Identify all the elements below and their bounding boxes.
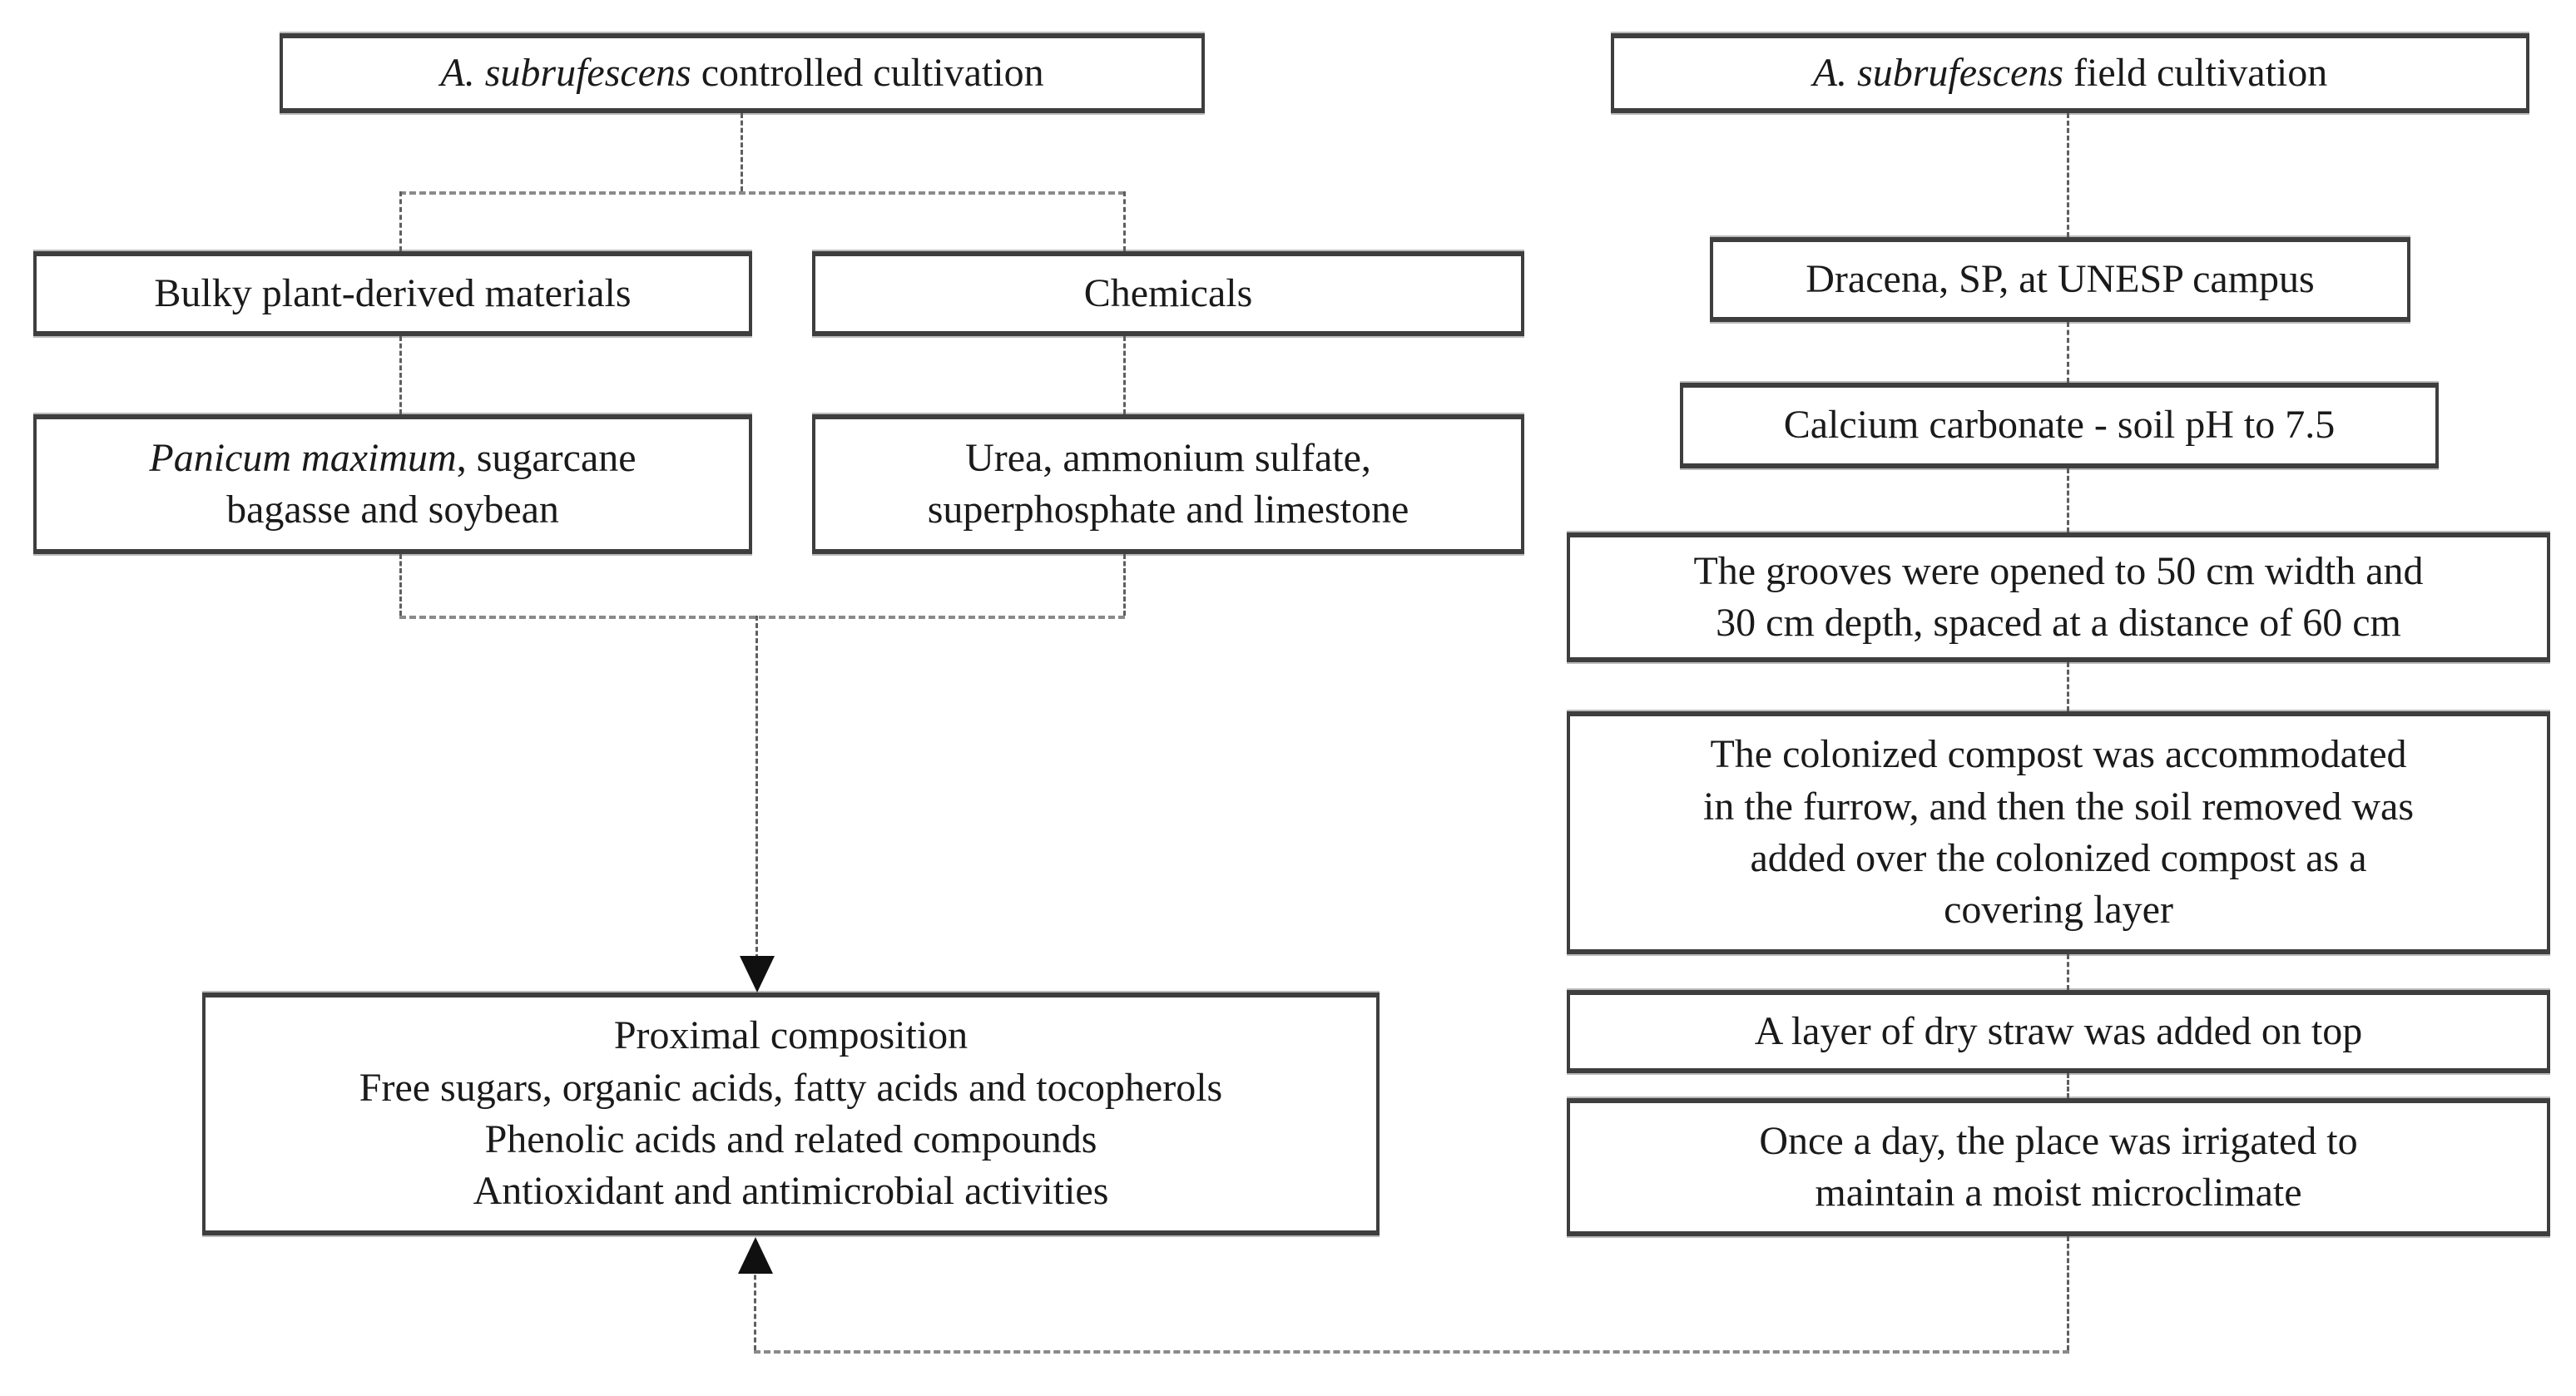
box-panicum-line1: Panicum maximum, sugarcane: [149, 433, 636, 484]
connector-dracena-to-calcium: [2067, 322, 2069, 383]
connector-merge-to-analysis: [755, 616, 758, 959]
box-controlled-cultivation: A. subrufescens controlled cultivation: [280, 33, 1205, 113]
box-bulky-materials-label: Bulky plant-derived materials: [154, 270, 632, 315]
arrowhead-up-icon: [738, 1237, 773, 1274]
connector-chemicals-to-urea: [1123, 336, 1126, 414]
connector-panicum-to-merge: [399, 554, 402, 616]
connector-grooves-to-compost: [2067, 662, 2069, 711]
box-calcium-label: Calcium carbonate - soil pH to 7.5: [1783, 403, 2336, 448]
species-name-italic: A. subrufescens: [1812, 50, 2064, 95]
box-compost-line1: The colonized compost was accommodated: [1710, 732, 2407, 777]
box-urea-detail: Urea, ammonium sulfate, superphosphate a…: [812, 414, 1524, 554]
box-panicum-line2: bagasse and soybean: [226, 488, 559, 532]
connector-merge-horizontal: [399, 616, 1125, 619]
box-urea-line1: Urea, ammonium sulfate,: [965, 435, 1371, 480]
connector-calcium-to-grooves: [2067, 468, 2069, 532]
box-dry-straw: A layer of dry straw was added on top: [1567, 990, 2550, 1073]
box-analysis-line2: Free sugars, organic acids, fatty acids …: [359, 1065, 1223, 1110]
box-calcium-carbonate: Calcium carbonate - soil pH to 7.5: [1680, 383, 2439, 468]
box-bulky-materials: Bulky plant-derived materials: [33, 251, 752, 336]
connector-urea-to-merge: [1123, 554, 1126, 616]
box-field-cultivation: A. subrufescens field cultivation: [1611, 33, 2529, 113]
box-compost-line4: covering layer: [1944, 888, 2173, 933]
connector-branch-to-bulky: [399, 191, 402, 251]
connector-branch-to-chemicals: [1123, 191, 1126, 251]
box-dracena-label: Dracena, SP, at UNESP campus: [1806, 256, 2315, 301]
box-analysis-line1: Proximal composition: [613, 1013, 968, 1058]
box-grooves: The grooves were opened to 50 cm width a…: [1567, 532, 2550, 662]
box-panicum-detail: Panicum maximum, sugarcane bagasse and s…: [33, 414, 752, 554]
box-dracena-location: Dracena, SP, at UNESP campus: [1710, 237, 2410, 322]
box-irrigation-line1: Once a day, the place was irrigated to: [1759, 1118, 2358, 1163]
box-field-cultivation-label: A. subrufescens field cultivation: [1813, 47, 2328, 99]
label-rest: , sugarcane: [456, 435, 637, 480]
box-chemicals: Chemicals: [812, 251, 1524, 336]
box-colonized-compost: The colonized compost was accommodated i…: [1567, 711, 2550, 954]
box-analysis-line4: Antioxidant and antimicrobial activities: [473, 1169, 1109, 1214]
connector-bottom-to-analysis: [754, 1267, 756, 1350]
label-rest: field cultivation: [2063, 50, 2328, 95]
connector-bulky-to-panicum: [399, 336, 402, 414]
box-controlled-cultivation-label: A. subrufescens controlled cultivation: [440, 47, 1043, 99]
box-irrigation: Once a day, the place was irrigated to m…: [1567, 1098, 2550, 1236]
box-grooves-line1: The grooves were opened to 50 cm width a…: [1693, 548, 2424, 593]
connector-bottom-horizontal: [754, 1350, 2069, 1354]
connector-irrigation-down: [2067, 1236, 2069, 1350]
box-urea-line2: superphosphate and limestone: [927, 488, 1409, 532]
connector-branch-horizontal: [399, 191, 1125, 195]
species-name-italic: Panicum maximum: [149, 435, 457, 480]
box-grooves-line2: 30 cm depth, spaced at a distance of 60 …: [1716, 601, 2401, 645]
connector-straw-to-irrigation: [2067, 1073, 2069, 1098]
species-name-italic: A. subrufescens: [440, 50, 691, 95]
connector-field-to-dracena: [2067, 113, 2069, 237]
arrowhead-down-icon: [740, 956, 775, 993]
connector-root-stem: [741, 113, 743, 191]
box-compost-line3: added over the colonized compost as a: [1750, 836, 2367, 880]
box-analysis-line3: Phenolic acids and related compounds: [484, 1117, 1097, 1161]
box-irrigation-line2: maintain a moist microclimate: [1815, 1171, 2302, 1215]
connector-compost-to-straw: [2067, 954, 2069, 990]
box-compost-line2: in the furrow, and then the soil removed…: [1703, 784, 2414, 829]
box-straw-label: A layer of dry straw was added on top: [1754, 1008, 2363, 1053]
label-rest: controlled cultivation: [691, 50, 1044, 95]
box-chemicals-label: Chemicals: [1083, 270, 1253, 315]
box-analysis: Proximal composition Free sugars, organi…: [202, 993, 1380, 1235]
